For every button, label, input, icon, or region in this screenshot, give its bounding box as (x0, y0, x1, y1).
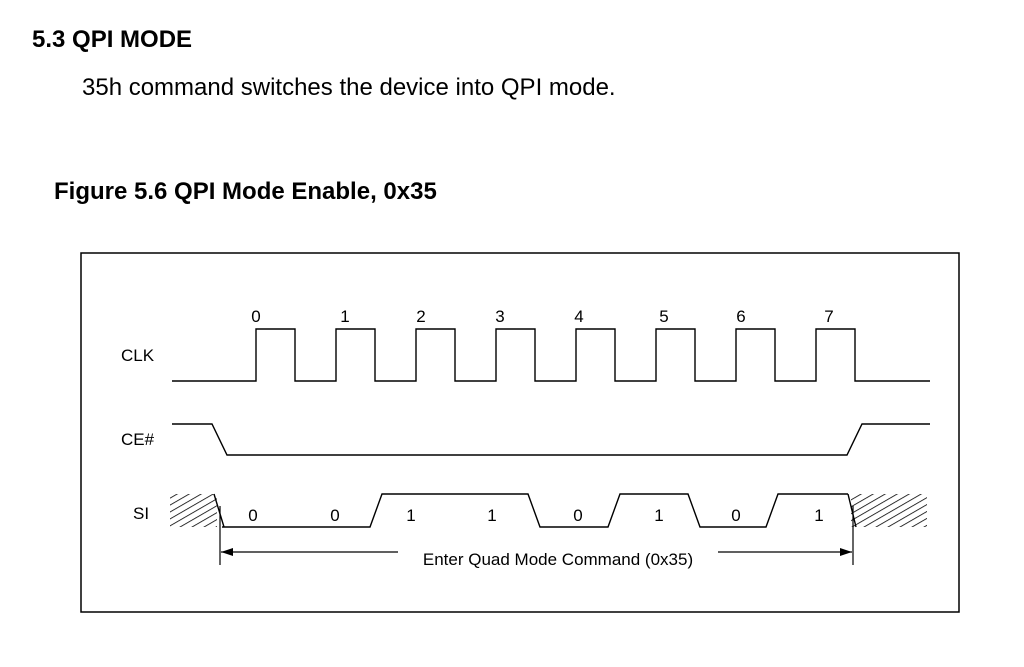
figure-frame (80, 252, 960, 613)
ce-signal-label: CE# (121, 430, 155, 449)
section-title: 5.3 QPI MODE (32, 26, 193, 53)
section-body-text: 35h command switches the device into QPI… (82, 74, 616, 101)
clock-cycle-label: 1 (340, 307, 349, 326)
clock-cycle-label: 0 (251, 307, 260, 326)
si-bit-label: 0 (330, 506, 339, 525)
clk-signal-label: CLK (121, 346, 155, 365)
si-transition-start-high (213, 493, 225, 528)
clock-cycle-label: 7 (824, 307, 833, 326)
si-bit-label: 0 (573, 506, 582, 525)
ce-waveform (172, 423, 930, 456)
si-bit-label: 1 (654, 506, 663, 525)
si-bit-label: 1 (406, 506, 415, 525)
figure-caption: Figure 5.6 QPI Mode Enable, 0x35 (54, 178, 437, 205)
si-waveform (222, 493, 848, 528)
clock-cycle-label: 3 (495, 307, 504, 326)
clock-cycle-label: 6 (736, 307, 745, 326)
si-bit-label: 0 (731, 506, 740, 525)
si-dont-care-end (851, 494, 927, 527)
clk-waveform (172, 328, 930, 382)
clock-cycle-label: 5 (659, 307, 668, 326)
si-bit-label: 1 (814, 506, 823, 525)
si-bit-label: 1 (487, 506, 496, 525)
clock-cycle-label: 4 (574, 307, 583, 326)
si-bit-label: 0 (248, 506, 257, 525)
si-dont-care-start (170, 494, 217, 527)
clock-cycle-label: 2 (416, 307, 425, 326)
command-label: Enter Quad Mode Command (0x35) (423, 550, 693, 569)
si-transition-end (847, 493, 857, 528)
si-signal-label: SI (133, 504, 149, 523)
